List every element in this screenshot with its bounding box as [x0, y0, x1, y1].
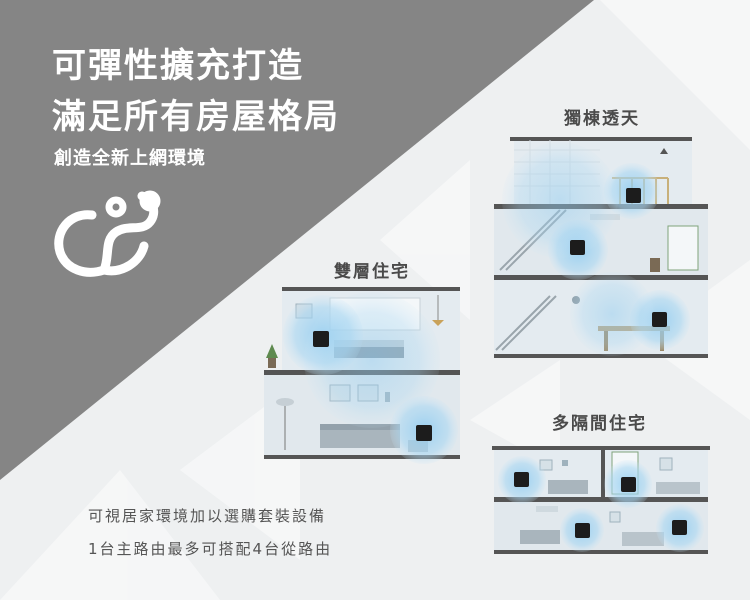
- router-icon: [514, 472, 529, 487]
- router-icon: [621, 477, 636, 492]
- coverage-circle: [502, 142, 618, 258]
- router-icon: [652, 312, 667, 327]
- router-icon: [575, 523, 590, 538]
- coverage-circle: [570, 272, 654, 356]
- coverage-circle: [304, 292, 440, 428]
- footer-line-2: 1台主路由最多可搭配4台從路由: [88, 540, 333, 558]
- multi-floor-house-label: 獨棟透天: [564, 109, 640, 129]
- two-story-house-label: 雙層住宅: [334, 262, 410, 282]
- multi-room-house-label: 多隔間住宅: [552, 414, 647, 434]
- router-icon: [570, 240, 585, 255]
- router-icon: [626, 188, 641, 203]
- multi-floor-house: [494, 137, 708, 358]
- subtitle: 創造全新上網環境: [54, 148, 206, 169]
- headline-line-1: 可彈性擴充打造: [52, 46, 304, 86]
- multi-room-house: [492, 446, 710, 554]
- router-icon: [313, 331, 329, 347]
- router-icon: [672, 520, 687, 535]
- headline-line-2: 滿足所有房屋格局: [52, 97, 340, 137]
- mesh-wifi-logo-icon: [54, 190, 161, 277]
- two-story-house: [264, 287, 460, 464]
- router-icon: [416, 425, 432, 441]
- footer-line-1: 可視居家環境加以選購套裝設備: [88, 507, 327, 525]
- banner-triangle: [0, 0, 594, 480]
